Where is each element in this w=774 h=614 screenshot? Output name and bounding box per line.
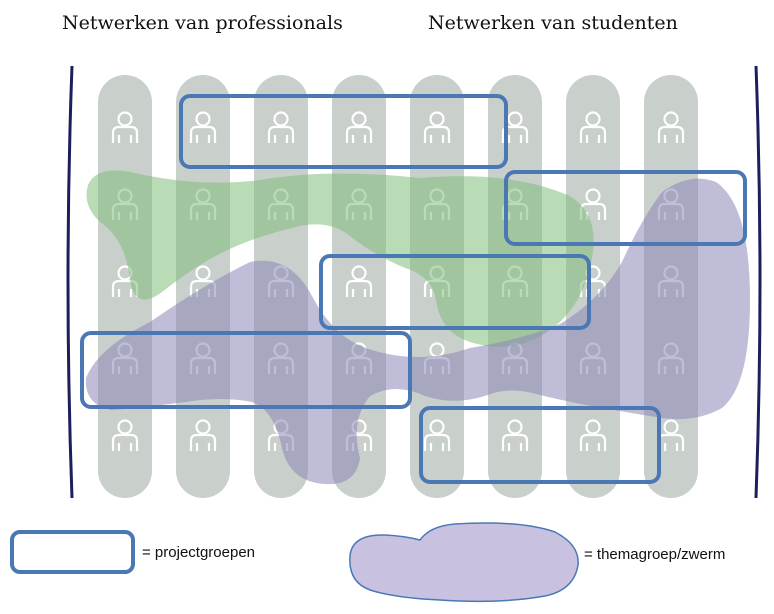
project-group: [319, 254, 591, 330]
heading-professionals: Netwerken van professionals: [62, 12, 343, 34]
project-group: [179, 94, 508, 169]
project-group: [504, 170, 747, 246]
project-group: [80, 331, 412, 409]
legend-theme-label: = themagroep/zwerm: [584, 546, 726, 563]
left-bracket: [66, 65, 74, 499]
theme-group-green: [86, 170, 594, 347]
legend-theme-swatch: [349, 522, 579, 603]
project-groups: [80, 94, 747, 484]
legend-project-label: = projectgroepen: [142, 544, 255, 561]
right-bracket: [754, 65, 762, 499]
heading-students: Netwerken van studenten: [428, 12, 678, 34]
project-group: [419, 406, 661, 484]
legend-project-swatch: [10, 530, 135, 574]
